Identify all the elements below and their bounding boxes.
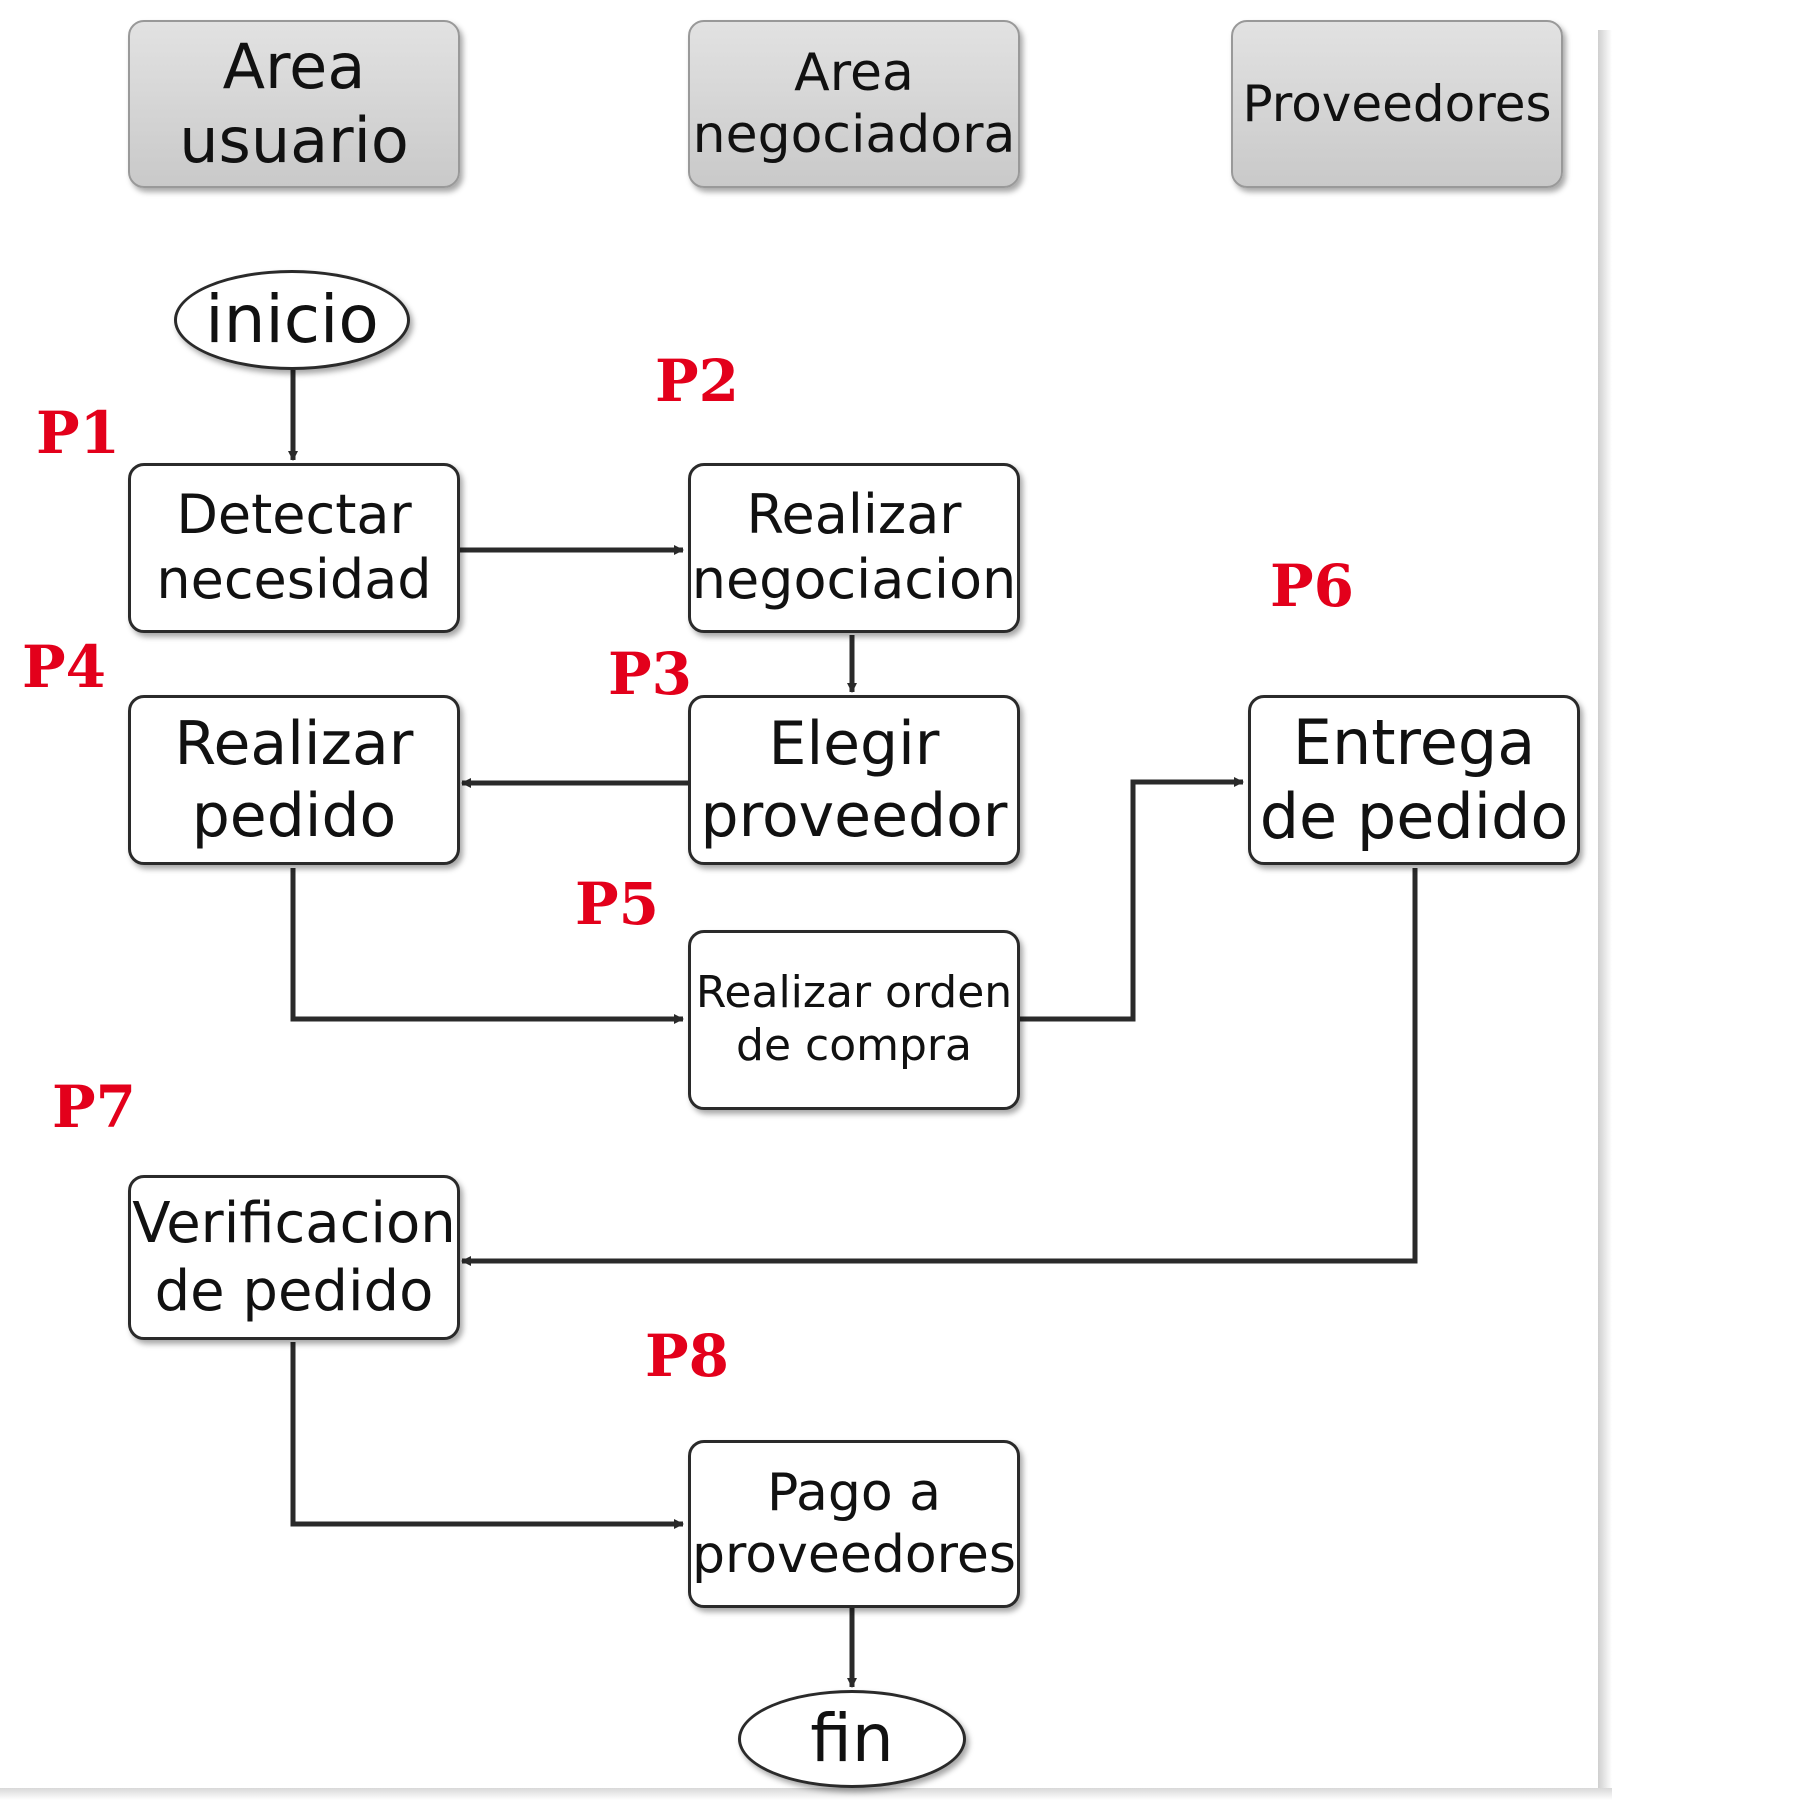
page-shadow-right xyxy=(1598,30,1612,1790)
node-realizar-pedido: Realizar pedido xyxy=(128,695,460,865)
node-realizar-negociacion: Realizar negociacion xyxy=(688,463,1020,633)
lane-area-usuario: Area usuario xyxy=(128,20,460,188)
node-entrega-de-pedido: Entrega de pedido xyxy=(1248,695,1580,865)
node-elegir-proveedor: Elegir proveedor xyxy=(688,695,1020,865)
node-inicio: inicio xyxy=(174,270,410,370)
lane-area-negociadora: Area negociadora xyxy=(688,20,1020,188)
tag-p3: P3 xyxy=(608,640,692,708)
node-detectar-necesidad: Detectar necesidad xyxy=(128,463,460,633)
edge-orden-entrega xyxy=(1020,777,1244,1022)
node-verificacion-de-pedido: Verificacion de pedido xyxy=(128,1175,460,1340)
node-fin: fin xyxy=(738,1690,966,1788)
node-realizar-orden-de-compra: Realizar orden de compra xyxy=(688,930,1020,1110)
page-shadow-bottom xyxy=(0,1788,1612,1800)
tag-p1: P1 xyxy=(36,399,120,467)
edge-pedido-orden xyxy=(290,868,684,1024)
edge-verificacion-pago xyxy=(290,1342,684,1529)
tag-p7: P7 xyxy=(52,1073,136,1141)
tag-p8: P8 xyxy=(645,1322,729,1390)
node-pago-a-proveedores: Pago a proveedores xyxy=(688,1440,1020,1608)
tag-p5: P5 xyxy=(575,870,659,938)
tag-p4: P4 xyxy=(22,633,106,701)
edge-entrega-verificacion xyxy=(461,868,1418,1266)
tag-p6: P6 xyxy=(1270,552,1354,620)
lane-proveedores: Proveedores xyxy=(1231,20,1563,188)
tag-p2: P2 xyxy=(655,347,739,415)
